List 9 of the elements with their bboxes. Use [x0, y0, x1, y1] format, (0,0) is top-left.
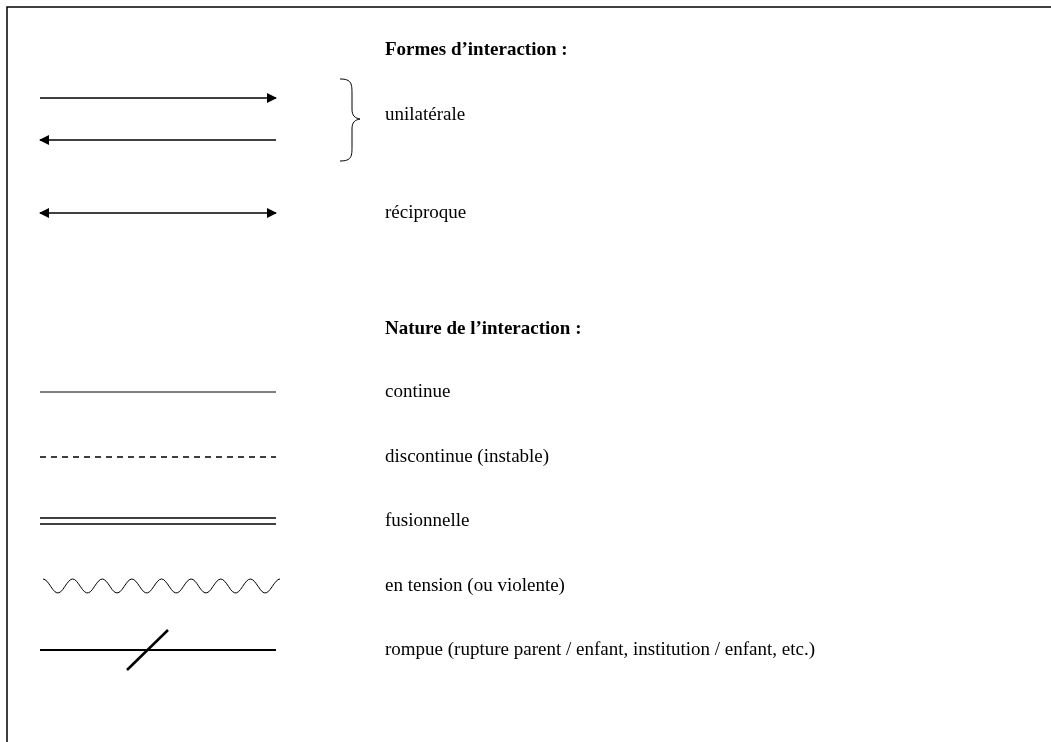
legend-text: rompue (rupture parent / enfant, institution / enfant, etc.) [385, 638, 815, 660]
legend-text: unilatérale [385, 103, 466, 125]
section-heading: Nature de l’interaction : [385, 317, 582, 339]
legend-text: continue [385, 380, 451, 402]
legend-text: discontinue (instable) [385, 445, 550, 467]
legend-text: réciproque [385, 201, 467, 223]
legend-text: en tension (ou violente) [385, 574, 565, 596]
legend-text: fusionnelle [385, 509, 470, 531]
section-heading: Formes d’interaction : [385, 38, 568, 60]
